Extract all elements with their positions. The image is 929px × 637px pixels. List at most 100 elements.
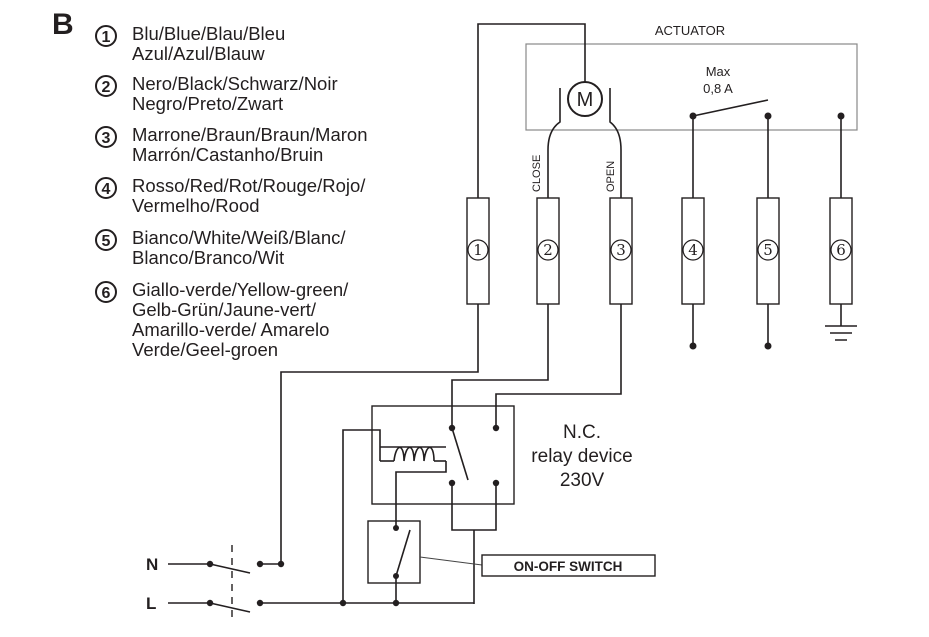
neutral-feed-wire xyxy=(280,304,479,564)
section-letter: B xyxy=(52,8,74,41)
legend-line: Rosso/Red/Rot/Rouge/Rojo/ xyxy=(132,175,366,196)
color-legend: 1 Blu/Blue/Blau/Bleu Azul/Azul/Blauw 2 N… xyxy=(95,23,367,360)
legend-line: Vermelho/Rood xyxy=(132,195,260,216)
motor-brushes xyxy=(559,88,611,110)
relay-label: N.C. relay device 230V xyxy=(531,422,632,491)
terminal-1: 1 xyxy=(466,197,490,305)
legend-badge xyxy=(95,75,117,97)
junction-dot xyxy=(837,112,845,120)
relay-voltage: 230V xyxy=(560,470,605,491)
legend-badge xyxy=(95,281,117,303)
isolator-blade-l xyxy=(209,602,251,613)
motor-symbol: M xyxy=(577,89,594,111)
neutral-label: N xyxy=(146,555,158,574)
terminal-2: 2 xyxy=(536,197,560,305)
legend-number: 2 xyxy=(102,79,111,96)
relay-type: N.C. xyxy=(563,422,601,443)
terminal-number: 6 xyxy=(836,241,846,259)
legend-line: Giallo-verde/Yellow-green/ xyxy=(132,279,349,300)
terminal-badge xyxy=(682,239,704,261)
legend-number: 4 xyxy=(102,181,111,198)
legend-item-2: 2 Nero/Black/Schwarz/Noir Negro/Preto/Zw… xyxy=(95,73,338,114)
terminal-badge xyxy=(610,239,632,261)
legend-number: 3 xyxy=(102,130,111,147)
wire-3 xyxy=(609,110,622,198)
open-wire-label: OPEN xyxy=(605,161,617,192)
relay-terminal-dot xyxy=(492,424,500,432)
on-off-switch-box xyxy=(367,520,421,584)
wire-2 xyxy=(547,110,561,198)
relay-common-wire xyxy=(451,483,497,531)
relay-name: relay device xyxy=(531,446,632,467)
terminal-number: 3 xyxy=(616,241,626,259)
junction-dot xyxy=(689,112,697,120)
legend-item-5: 5 Bianco/White/Weiß/Blanc/ Blanco/Branco… xyxy=(95,227,346,268)
switch-terminal-dot xyxy=(393,525,399,531)
switch-blade xyxy=(395,529,411,577)
close-wire-label: CLOSE xyxy=(531,155,543,192)
coil-live-wire xyxy=(342,429,381,604)
wire-end-dot xyxy=(764,342,772,350)
max-current-label: Max xyxy=(706,64,731,79)
control-circuit: ON-OFF SWITCH xyxy=(280,304,656,604)
legend-number: 5 xyxy=(102,233,111,250)
legend-line: Amarillo-verde/ Amarelo xyxy=(132,319,329,340)
legend-number: 6 xyxy=(102,285,111,302)
legend-line: Marrón/Castanho/Bruin xyxy=(132,144,323,165)
switch-label-box xyxy=(481,554,656,577)
legend-line: Azul/Azul/Blauw xyxy=(132,43,265,64)
relay-coil-icon xyxy=(393,446,435,462)
legend-number: 1 xyxy=(102,29,111,46)
legend-line: Nero/Black/Schwarz/Noir xyxy=(132,73,338,94)
actuator-title: ACTUATOR xyxy=(655,23,725,38)
terminal-number: 1 xyxy=(473,241,483,259)
on-off-switch-label: ON-OFF SWITCH xyxy=(514,559,623,574)
relay-box xyxy=(371,405,515,505)
close-feed-wire xyxy=(451,304,549,428)
live-label: L xyxy=(146,594,156,613)
terminal-number: 2 xyxy=(543,241,553,259)
relay-contact xyxy=(451,427,469,481)
terminal-badge xyxy=(830,239,852,261)
legend-badge xyxy=(95,229,117,251)
terminal-3: 3 xyxy=(609,197,633,305)
legend-badge xyxy=(95,25,117,47)
terminal-4: 4 xyxy=(681,197,705,305)
terminal-badge xyxy=(537,239,559,261)
legend-badge xyxy=(95,177,117,199)
actuator-wires xyxy=(477,23,845,198)
wire-end-dot xyxy=(689,342,697,350)
legend-line: Verde/Geel-groen xyxy=(132,339,278,360)
terminal-outputs xyxy=(689,304,857,350)
legend-line: Gelb-Grün/Jaune-vert/ xyxy=(132,299,317,320)
actuator-box xyxy=(525,43,858,131)
legend-line: Blu/Blue/Blau/Bleu xyxy=(132,23,285,44)
legend-item-1: 1 Blu/Blue/Blau/Bleu Azul/Azul/Blauw xyxy=(95,23,285,64)
max-current-value: 0,8 A xyxy=(703,81,733,96)
junction-dot xyxy=(764,112,772,120)
legend-item-3: 3 Marrone/Braun/Braun/Maron Marrón/Casta… xyxy=(95,124,367,165)
open-feed-wire xyxy=(495,304,622,428)
switch-label-pointer xyxy=(419,556,483,566)
wire-1 xyxy=(477,23,586,198)
terminal-6: 6 xyxy=(829,197,853,305)
ground-icon xyxy=(825,325,857,341)
legend-line: Negro/Preto/Zwart xyxy=(132,93,283,114)
isolator-blade-n xyxy=(209,563,251,574)
actuator-contact xyxy=(692,99,769,117)
terminal-badge xyxy=(757,239,779,261)
legend-badge xyxy=(95,126,117,148)
supply-lines: N L xyxy=(146,545,474,620)
coil-switch-wire xyxy=(395,461,447,528)
legend-line: Bianco/White/Weiß/Blanc/ xyxy=(132,227,346,248)
legend-item-4: 4 Rosso/Red/Rot/Rouge/Rojo/ Vermelho/Roo… xyxy=(95,175,366,216)
terminal-number: 4 xyxy=(688,241,698,259)
legend-line: Blanco/Branco/Wit xyxy=(132,247,284,268)
terminal-number: 5 xyxy=(763,241,773,259)
terminal-5: 5 xyxy=(756,197,780,305)
legend-line: Marrone/Braun/Braun/Maron xyxy=(132,124,367,145)
legend-item-6: 6 Giallo-verde/Yellow-green/ Gelb-Grün/J… xyxy=(95,279,349,360)
terminal-block: 1 2 3 4 5 6 xyxy=(466,197,853,305)
terminal-badge xyxy=(467,239,489,261)
